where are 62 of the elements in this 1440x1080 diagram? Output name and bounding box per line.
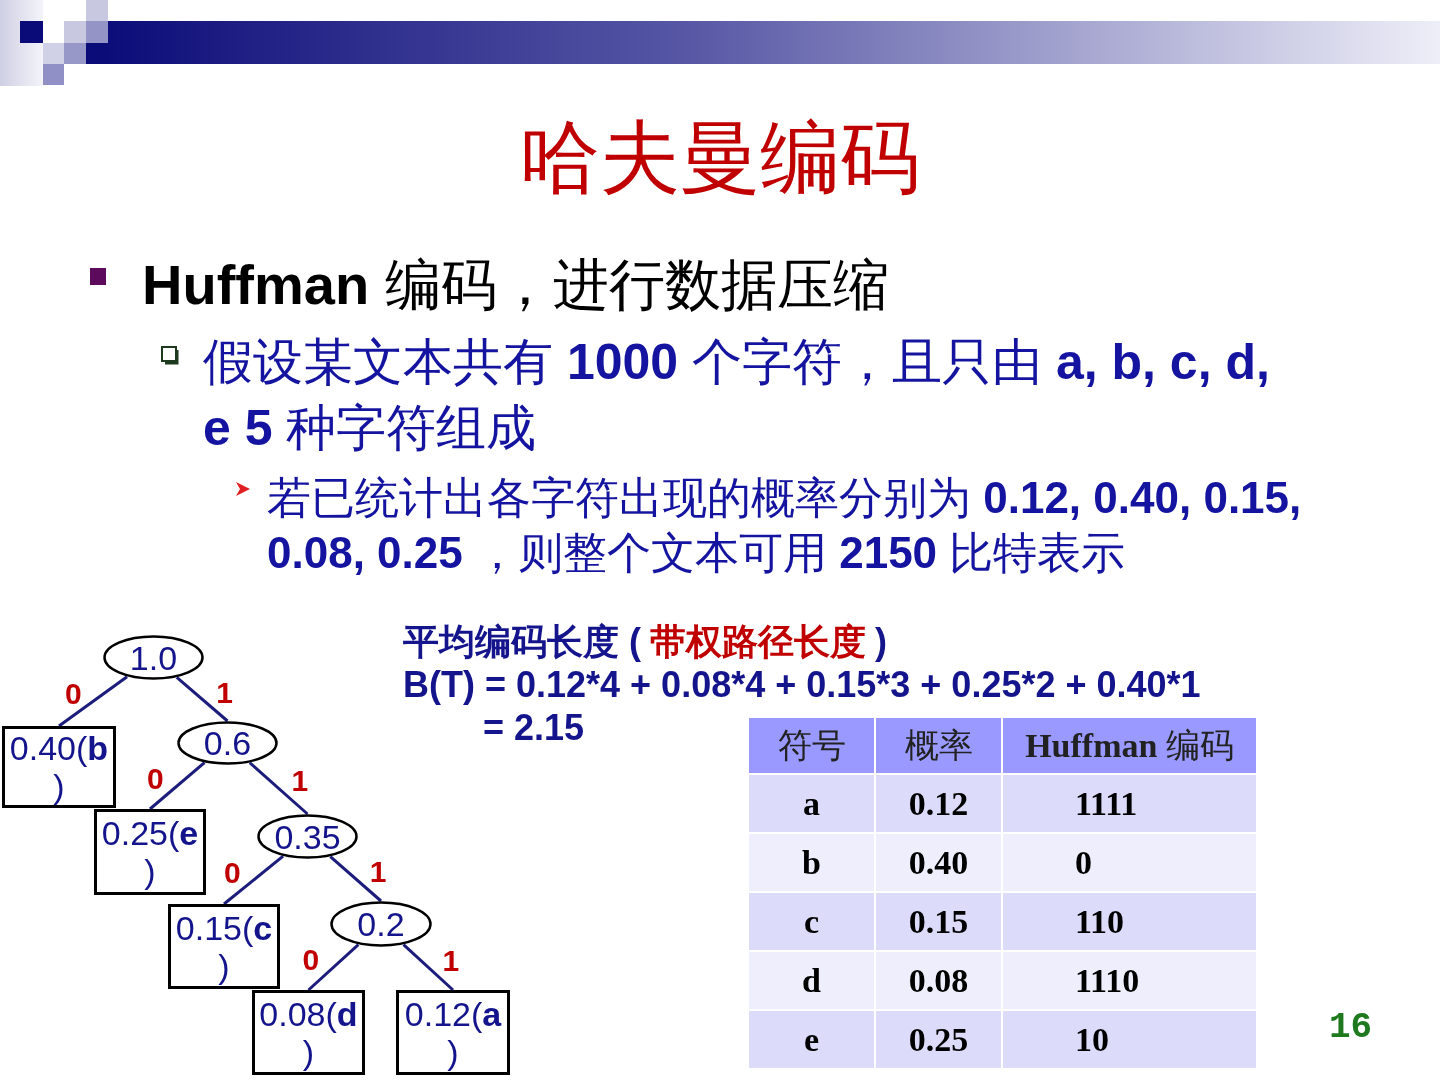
table-cell: 0.40: [876, 834, 1001, 891]
table-cell: d: [749, 952, 874, 1009]
node-value: 0.40(b): [8, 729, 110, 805]
node-value: 0.12(a): [403, 994, 503, 1071]
tree-node-ellipse: [103, 635, 204, 680]
leaf-node-box: [2, 726, 116, 808]
table-cell: 10: [1003, 1011, 1256, 1068]
edge-label: 1: [291, 765, 309, 796]
leaf-node-box: [168, 904, 280, 989]
formula-heading: 平均编码长度 (: [403, 620, 641, 663]
tree-edge: [329, 855, 382, 903]
closing-parenthesis: ): [875, 620, 887, 663]
formula-line: B(T) = 0.12*4 + 0.08*4 + 0.15*3 + 0.25*2 + 0.40*1: [403, 663, 1201, 706]
leaf-node-box: [396, 990, 510, 1075]
node-value: 0.2: [357, 905, 405, 943]
edge-label: 1: [369, 857, 387, 888]
tree-edge: [307, 943, 360, 992]
node-value: 0.25(e): [100, 814, 200, 890]
edge-label: 1: [442, 945, 460, 976]
tree-edge: [149, 761, 206, 811]
table-cell: 0.15: [876, 893, 1001, 950]
tree-edge: [58, 675, 128, 728]
tree-edge: [175, 676, 229, 723]
table-cell: 1110: [1003, 952, 1256, 1009]
edge-label: 0: [147, 763, 164, 794]
tree-edge: [402, 943, 454, 992]
table-cell: a: [749, 775, 874, 832]
leaf-node-box: [252, 990, 365, 1075]
tree-edge: [223, 855, 285, 906]
slide-title: 哈夫曼编码: [520, 113, 920, 202]
bullet-text: Huffman 编码，进行数据压缩: [142, 252, 889, 318]
table-cell: 0.08: [876, 952, 1001, 1009]
table-header-cell: Huffman 编码: [1003, 718, 1256, 773]
table-cell: 110: [1003, 893, 1256, 950]
table-cell: 1111: [1003, 775, 1256, 832]
tree-node-ellipse: [330, 901, 432, 947]
bullet-text: 假设某文本共有 1000 个字符，且只由 a, b, c, d, e 5 种字符组成: [203, 333, 1271, 458]
table-cell: c: [749, 893, 874, 950]
formula-result: = 2.15: [483, 706, 585, 749]
page-number: 16: [1329, 1008, 1373, 1048]
tree-edge: [248, 761, 309, 816]
tree-node-ellipse: [177, 721, 278, 765]
table-cell: 0.25: [876, 1011, 1001, 1068]
table-cell: 0: [1003, 834, 1256, 891]
highlighted-term: 带权路径长度: [650, 620, 866, 663]
table-header-cell: 概率: [876, 718, 1001, 773]
node-value: 0.35: [274, 817, 341, 856]
tree-node-ellipse: [257, 814, 358, 859]
node-value: 0.08(d): [258, 994, 359, 1071]
node-value: 0.6: [203, 724, 252, 762]
table-cell: 0.12: [876, 775, 1001, 832]
bullet-text: 若已统计出各字符出现的概率分别为 0.12, 0.40, 0.15, 0.08, 0.25 ，则整个文本可用 2150 比特表示: [267, 472, 1303, 579]
table-cell: e: [749, 1011, 874, 1068]
edge-label: 1: [216, 677, 233, 708]
edge-label: 0: [224, 857, 241, 888]
table-header-cell: 符号: [749, 718, 874, 773]
edge-label: 0: [302, 945, 320, 976]
node-value: 0.15(c): [174, 908, 274, 985]
table-cell: b: [749, 834, 874, 891]
node-value: 1.0: [129, 638, 178, 677]
leaf-node-box: [94, 809, 206, 895]
edge-label: 0: [64, 678, 82, 709]
